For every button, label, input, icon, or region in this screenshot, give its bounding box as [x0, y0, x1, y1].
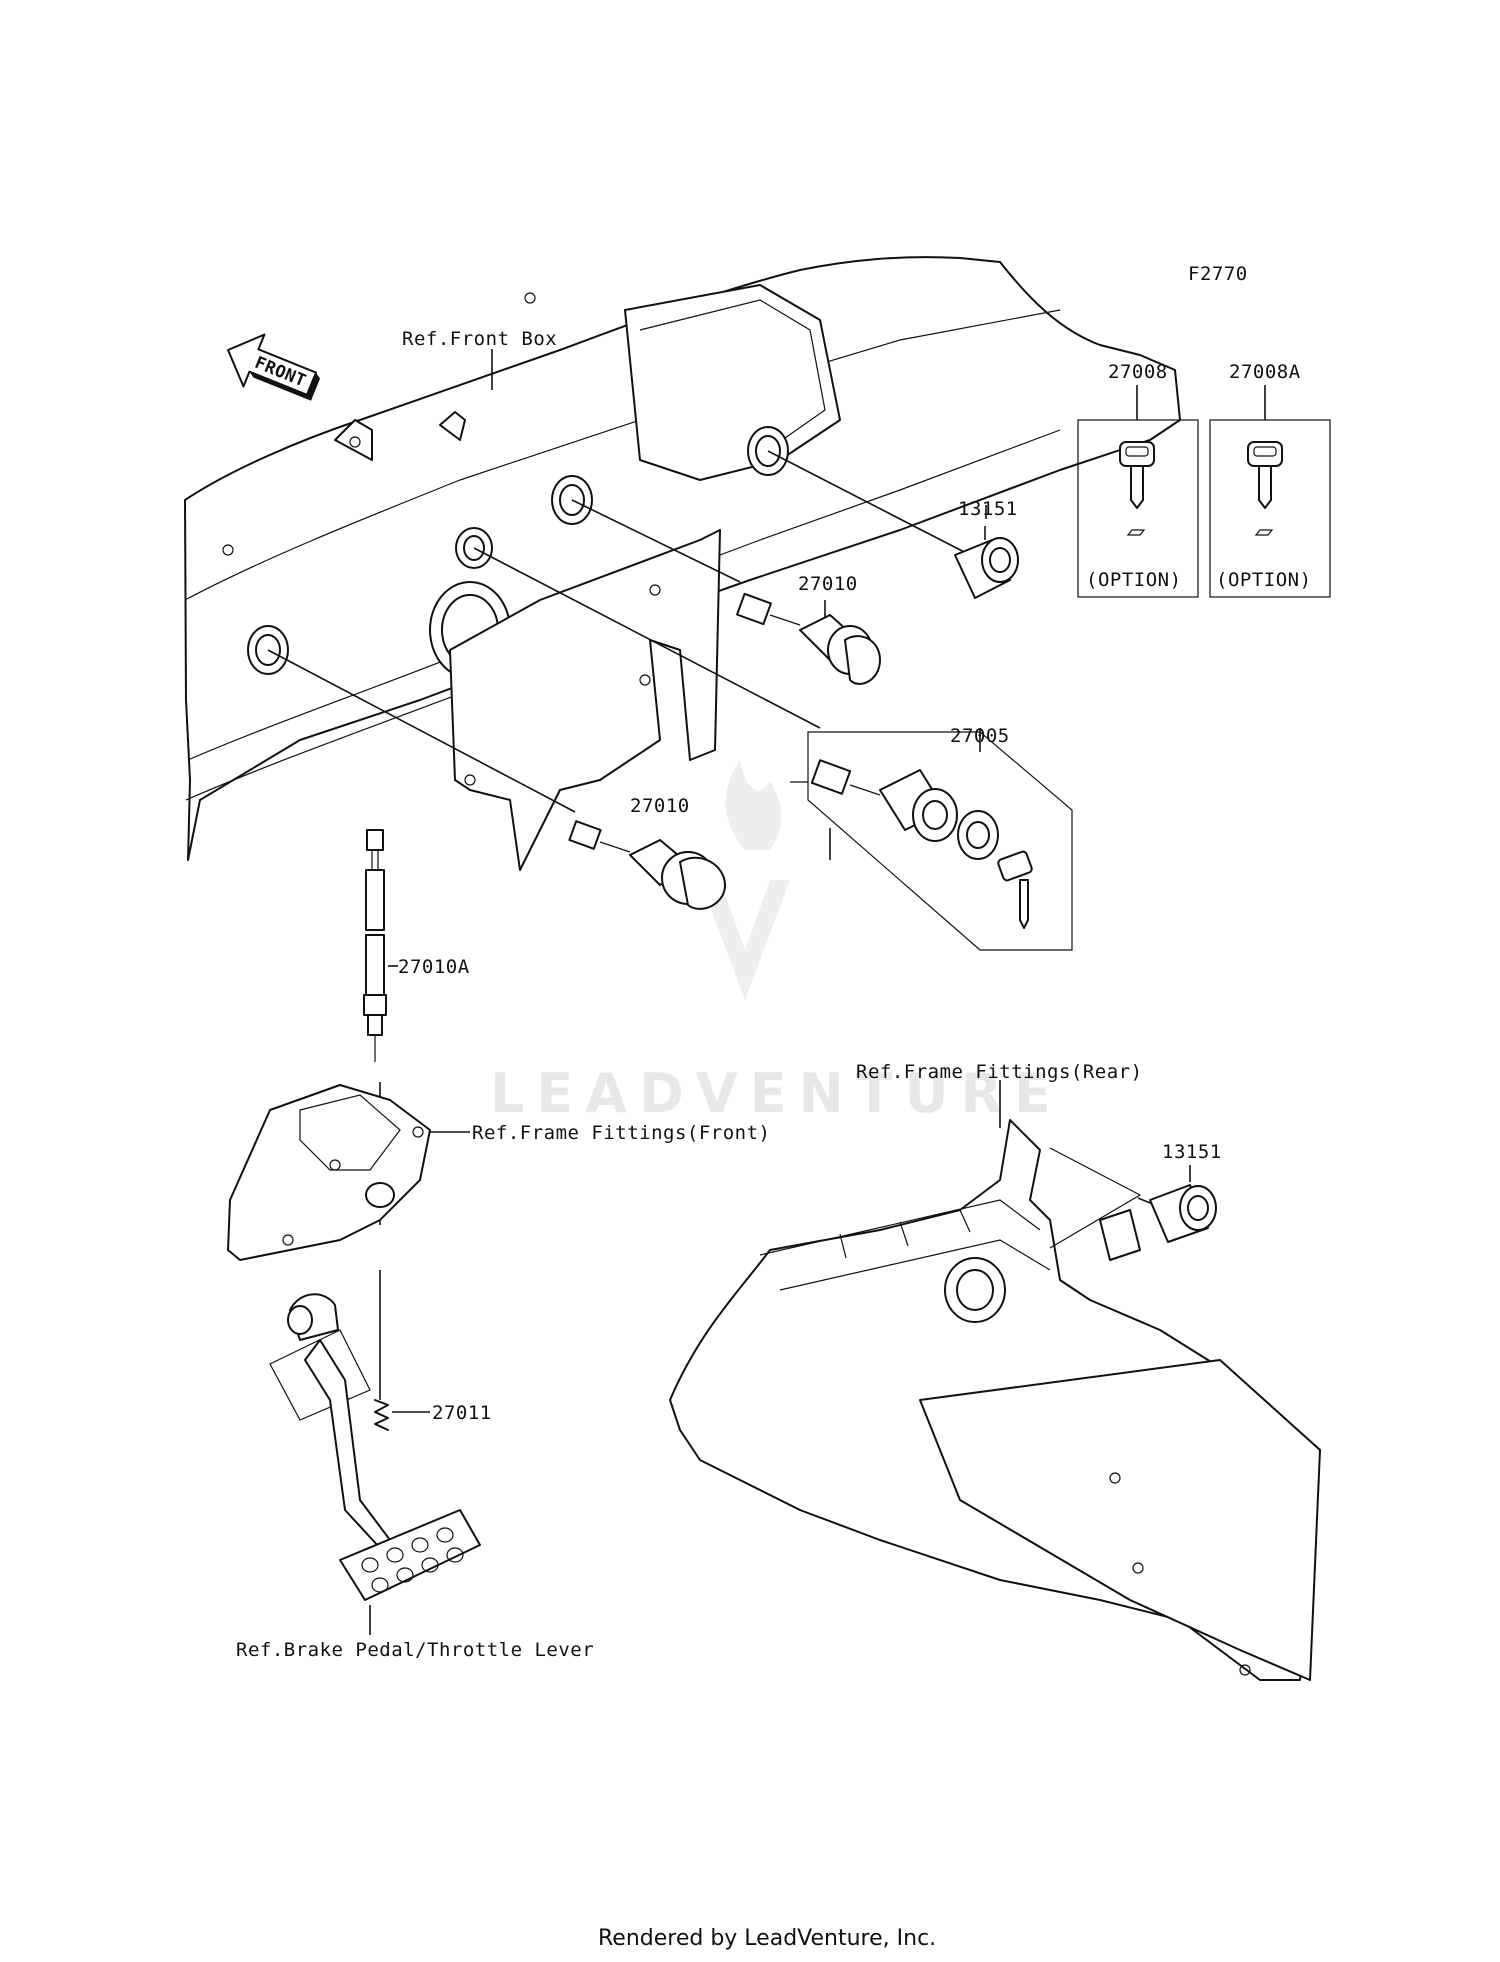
- ref-frame-fittings-front: Ref.Frame Fittings(Front): [472, 1122, 770, 1144]
- part-number-sensor-switch: 27010A: [398, 956, 470, 978]
- spring-part: [374, 1399, 389, 1431]
- option-key-a-box: [1077, 385, 1199, 598]
- brake-pedal-pad: [361, 1527, 464, 1593]
- key-b-icon: [1247, 441, 1283, 509]
- power-socket-upper: [954, 537, 1019, 599]
- leader-lines-upper: [267, 450, 986, 860]
- ref-frame-fittings-rear: Ref.Frame Fittings(Rear): [856, 1061, 1143, 1083]
- brake-pedal: [269, 1293, 481, 1601]
- ref-front-box: Ref.Front Box: [402, 328, 557, 350]
- sensor-switch: [363, 829, 387, 1062]
- ignition-key-icon: [997, 850, 1033, 929]
- ignition-switch-part: [810, 759, 999, 860]
- watermark-text: LEADVENTURE: [490, 1062, 1063, 1125]
- switch-lower: [568, 820, 726, 910]
- part-number-key-b: 27008A: [1229, 361, 1301, 383]
- part-number-ignition-switch: 27005: [950, 725, 1010, 747]
- part-number-socket-lower: 13151: [1162, 1141, 1222, 1163]
- part-number-switch-lower: 27010: [630, 795, 690, 817]
- part-number-switch-upper: 27010: [798, 573, 858, 595]
- frame-fittings-rear-panel: [669, 1119, 1321, 1681]
- diagram-code: F2770: [1188, 263, 1248, 285]
- frame-fittings-front-bracket: [227, 1084, 431, 1261]
- front-arrow-icon: FRONT: [227, 333, 321, 401]
- ref-brake-pedal: Ref.Brake Pedal/Throttle Lever: [236, 1639, 594, 1661]
- watermark-logo: [700, 760, 790, 1000]
- front-box-panel: [184, 256, 1181, 871]
- part-number-spring: 27011: [432, 1402, 492, 1424]
- switch-upper: [736, 592, 881, 685]
- part-number-key-a: 27008: [1108, 361, 1168, 383]
- power-socket-lower: [1149, 1184, 1217, 1243]
- option-note-key-a: (OPTION): [1086, 569, 1182, 591]
- key-a-icon: [1119, 441, 1155, 509]
- option-note-key-b: (OPTION): [1216, 569, 1312, 591]
- footer-credit: Rendered by LeadVenture, Inc.: [598, 1926, 936, 1951]
- option-key-b-box: [1209, 385, 1331, 598]
- part-number-socket-upper: 13151: [958, 498, 1018, 520]
